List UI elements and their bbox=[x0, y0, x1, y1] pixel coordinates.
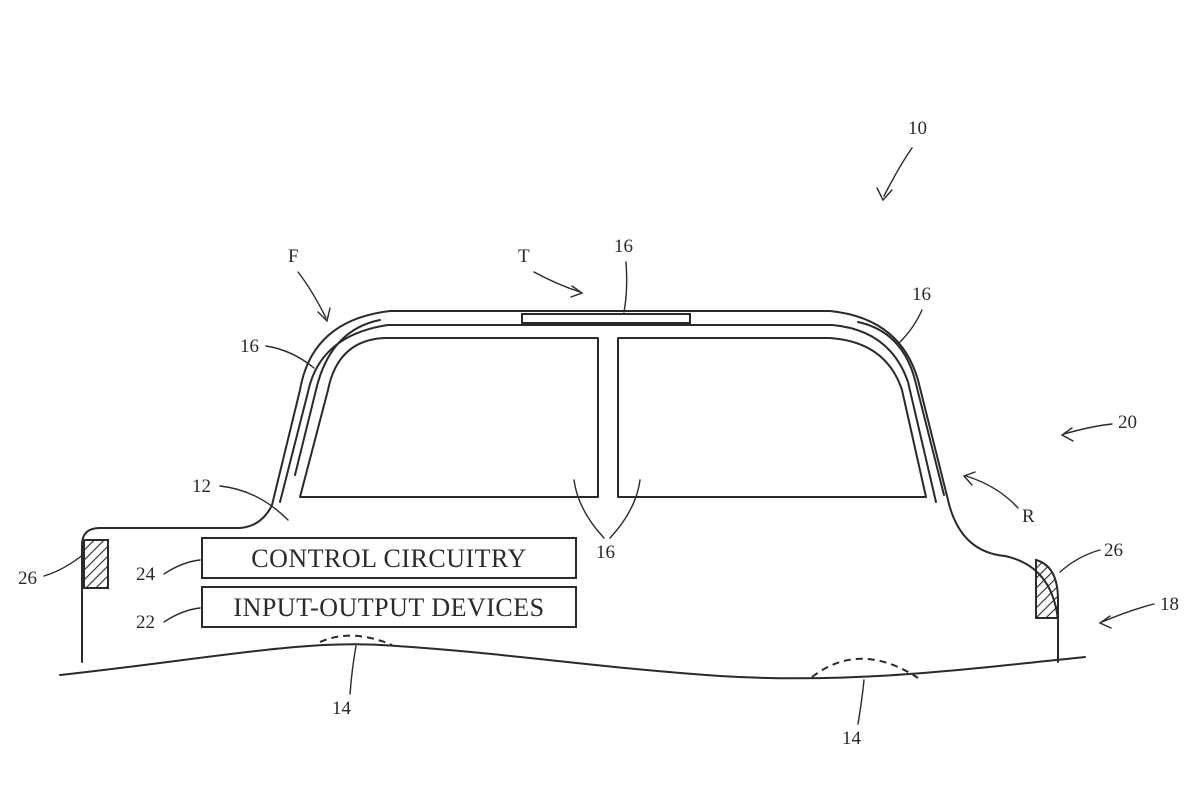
control-circuitry-box bbox=[201, 537, 577, 579]
leader-26-rear bbox=[1059, 549, 1101, 573]
leader-16-rear bbox=[899, 309, 923, 343]
arrow-18 bbox=[1098, 615, 1112, 629]
arrow-10 bbox=[876, 187, 893, 202]
rear-wheel bbox=[811, 657, 919, 679]
input-output-devices-text: INPUT-OUTPUT DEVICES bbox=[233, 593, 544, 622]
label-22: 22 bbox=[136, 612, 155, 633]
label-16-front: 16 bbox=[240, 336, 259, 357]
label-16-rear: 16 bbox=[912, 284, 931, 305]
rear-light bbox=[1035, 558, 1059, 619]
arrow-R bbox=[962, 471, 976, 486]
label-T: T bbox=[518, 246, 530, 267]
rear-window-frame bbox=[617, 337, 927, 498]
leader-24 bbox=[163, 559, 201, 575]
ground-line bbox=[59, 643, 1086, 680]
leader-16-top bbox=[623, 261, 628, 313]
leader-16-front bbox=[265, 345, 315, 369]
input-output-devices-box bbox=[201, 586, 577, 628]
label-18: 18 bbox=[1160, 594, 1179, 615]
leader-10 bbox=[883, 147, 913, 197]
front-window-strip bbox=[294, 319, 381, 476]
arrow-20 bbox=[1060, 427, 1074, 442]
label-16-sides: 16 bbox=[596, 542, 615, 563]
roof-inner-line bbox=[279, 324, 937, 503]
leader-F bbox=[297, 271, 327, 319]
label-R: R bbox=[1022, 506, 1035, 527]
leader-12 bbox=[219, 485, 289, 521]
roof-window bbox=[521, 313, 691, 324]
leader-18 bbox=[1101, 603, 1155, 623]
label-14-front: 14 bbox=[332, 698, 352, 719]
leader-T bbox=[533, 271, 581, 293]
label-16-top: 16 bbox=[614, 236, 633, 257]
rear-window-strip bbox=[857, 321, 945, 496]
label-F: F bbox=[288, 246, 299, 267]
arrow-T bbox=[570, 285, 584, 298]
label-20: 20 bbox=[1118, 412, 1137, 433]
label-12: 12 bbox=[192, 476, 211, 497]
leader-16-sides-left bbox=[573, 479, 605, 539]
arrow-F bbox=[317, 307, 331, 323]
vehicle-body-outline bbox=[81, 310, 1059, 663]
label-26-front: 26 bbox=[18, 568, 37, 589]
control-circuitry-text: CONTROL CIRCUITRY bbox=[251, 544, 527, 573]
leader-R bbox=[965, 475, 1019, 509]
leader-20 bbox=[1063, 423, 1113, 435]
label-26-rear: 26 bbox=[1104, 540, 1123, 561]
leader-14-front bbox=[349, 645, 357, 695]
label-10: 10 bbox=[908, 118, 927, 139]
front-window-frame bbox=[299, 337, 599, 498]
label-14-rear: 14 bbox=[842, 728, 862, 749]
leader-22 bbox=[163, 607, 201, 623]
front-light bbox=[83, 539, 109, 589]
front-wheel bbox=[319, 634, 393, 646]
leader-16-sides-right bbox=[609, 479, 641, 539]
leader-26-front bbox=[43, 553, 85, 577]
label-24: 24 bbox=[136, 564, 156, 585]
leader-14-rear bbox=[857, 679, 865, 725]
